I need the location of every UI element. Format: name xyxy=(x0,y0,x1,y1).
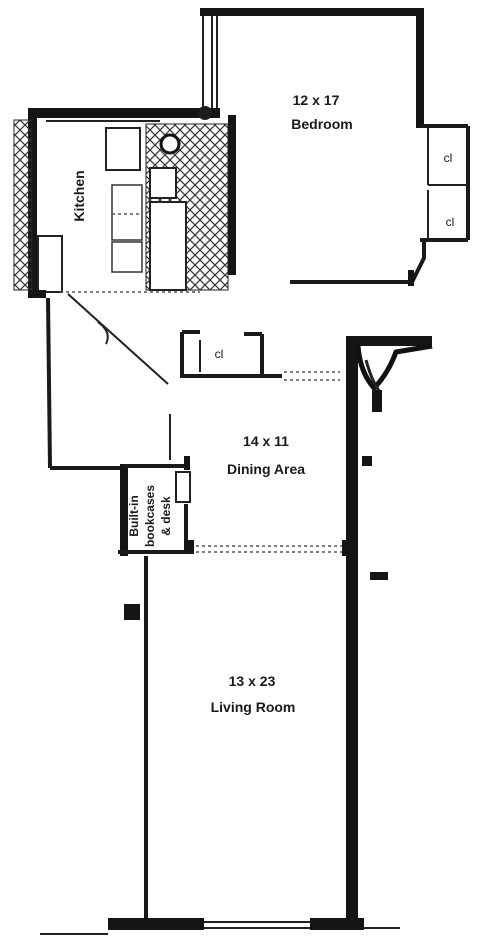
bookcases-label-line3: & desk xyxy=(159,496,173,536)
bookcases-label-line1: Built-in xyxy=(127,495,141,536)
bookcases-label-line2: bookcases xyxy=(143,485,157,547)
living-label: Living Room xyxy=(211,699,296,715)
living-dimensions: 13 x 23 xyxy=(229,673,276,689)
kitchen-label: Kitchen xyxy=(71,170,87,221)
bedroom-closet-2-label: cl xyxy=(446,215,455,229)
dining-dimensions: 14 x 11 xyxy=(243,433,289,449)
hall-closet-label: cl xyxy=(215,347,224,361)
kitchen-walls xyxy=(13,106,229,298)
living-walls xyxy=(40,556,400,935)
bedroom-label: Bedroom xyxy=(291,116,352,132)
bedroom-closet-1-label: cl xyxy=(444,151,453,165)
dining-label: Dining Area xyxy=(227,461,305,477)
hall-walls xyxy=(46,293,340,470)
bedroom-dimensions: 12 x 17 xyxy=(293,92,340,108)
bookcases-label: Built-in bookcases & desk xyxy=(127,485,173,547)
bedroom-walls xyxy=(200,8,470,286)
right-walls xyxy=(342,336,433,928)
bookcase-walls xyxy=(118,456,344,556)
